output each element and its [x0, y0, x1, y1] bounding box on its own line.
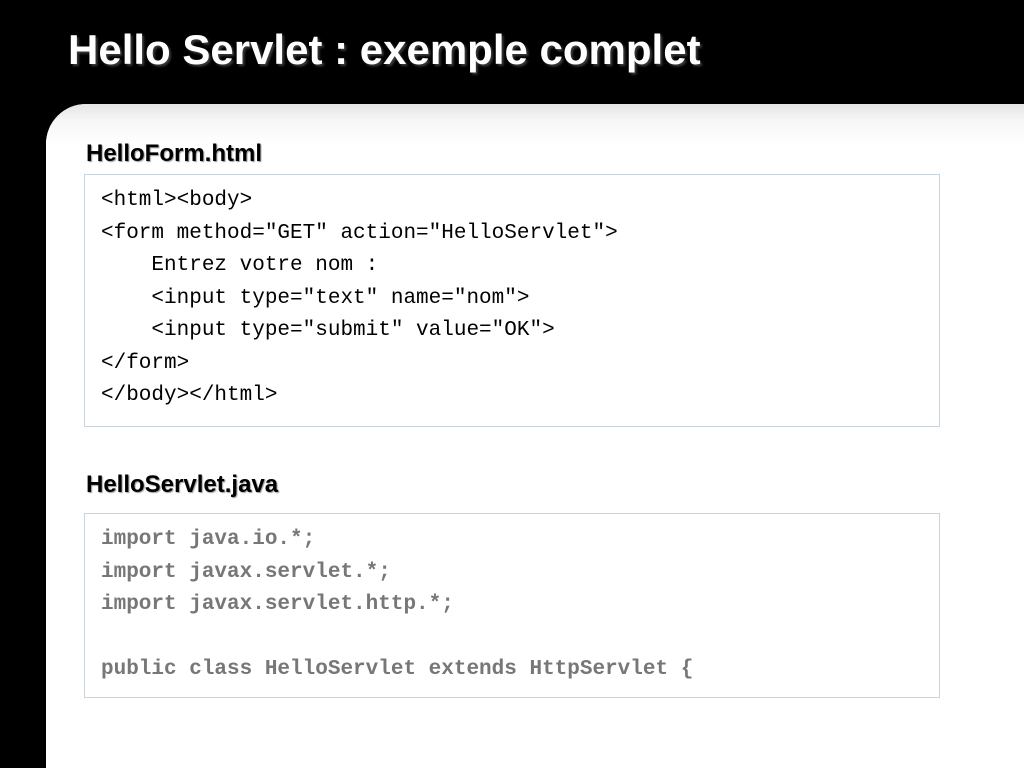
code-line: </body></html> [101, 384, 278, 407]
code-block-java: import java.io.*; import javax.servlet.*… [84, 513, 940, 698]
panel-shade [46, 104, 1024, 144]
code-line: public class HelloServlet extends HttpSe… [101, 658, 694, 681]
code-line: <form method="GET" action="HelloServlet"… [101, 221, 618, 245]
code-line [101, 622, 923, 655]
section-heading-java: HelloServlet.java [86, 471, 279, 498]
code-line: <input type="text" name="nom"> [101, 286, 530, 310]
code-line: import java.io.*; [101, 528, 316, 551]
code-block-html: <html><body> <form method="GET" action="… [84, 174, 940, 427]
section-heading-html: HelloForm.html [86, 140, 263, 167]
code-line: </form> [101, 351, 190, 375]
code-line: import javax.servlet.*; [101, 560, 391, 584]
code-line: <html><body> [101, 189, 253, 212]
slide-title: Hello Servlet : exemple complet [68, 26, 701, 73]
code-line: import javax.servlet.http.*; [101, 593, 454, 616]
code-line: <input type="submit" value="OK"> [101, 319, 555, 342]
code-line: Entrez votre nom : [101, 254, 379, 277]
content-panel: HelloForm.html <html><body> <form method… [46, 104, 1024, 768]
